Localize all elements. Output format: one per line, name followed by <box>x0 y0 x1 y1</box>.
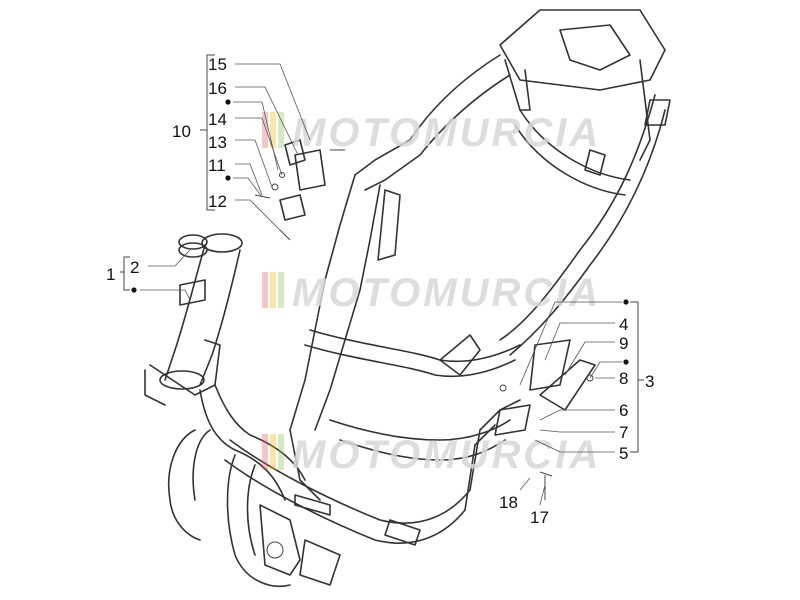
watermark-middle: MOTOMURCIA <box>262 271 601 315</box>
callout-6: 6 <box>619 401 628 420</box>
callout-18: 18 <box>499 493 518 512</box>
callout-9: 9 <box>619 334 628 353</box>
callout-3: 3 <box>645 372 654 391</box>
callout-8: 8 <box>619 369 628 388</box>
scooter-frame <box>144 9 671 587</box>
callout-17: 17 <box>530 508 549 527</box>
callout-7: 7 <box>619 423 628 442</box>
right-group-leaders <box>519 299 644 453</box>
callout-labels: 15 16 14 13 10 11 12 2 1 4 9 8 3 6 7 5 1… <box>106 55 654 527</box>
bullet-dot <box>131 287 137 293</box>
watermark-bottom: MOTOMURCIA <box>262 433 601 477</box>
watermark-text: MOTOMURCIA <box>292 111 601 155</box>
callout-2: 2 <box>130 258 139 277</box>
bullet-dot <box>225 99 231 105</box>
callout-10: 10 <box>172 122 191 141</box>
bullet-dot <box>623 299 629 305</box>
watermark-text: MOTOMURCIA <box>292 433 601 477</box>
callout-4: 4 <box>619 315 628 334</box>
bullet-dot <box>225 175 231 181</box>
callout-15: 15 <box>208 55 227 74</box>
bottom-group-leaders <box>519 477 546 506</box>
left-upper-leaders <box>200 54 311 233</box>
callout-13: 13 <box>208 133 227 152</box>
callout-16: 16 <box>208 79 227 98</box>
left-lower-leaders <box>120 249 191 301</box>
callout-12: 12 <box>208 192 227 211</box>
callout-1: 1 <box>106 265 115 284</box>
callout-11: 11 <box>208 156 226 175</box>
bullet-dot <box>623 359 629 365</box>
callout-5: 5 <box>619 444 628 463</box>
watermark-text: MOTOMURCIA <box>292 271 601 315</box>
watermark-top: MOTOMURCIA <box>262 111 601 155</box>
callout-14: 14 <box>208 110 227 129</box>
